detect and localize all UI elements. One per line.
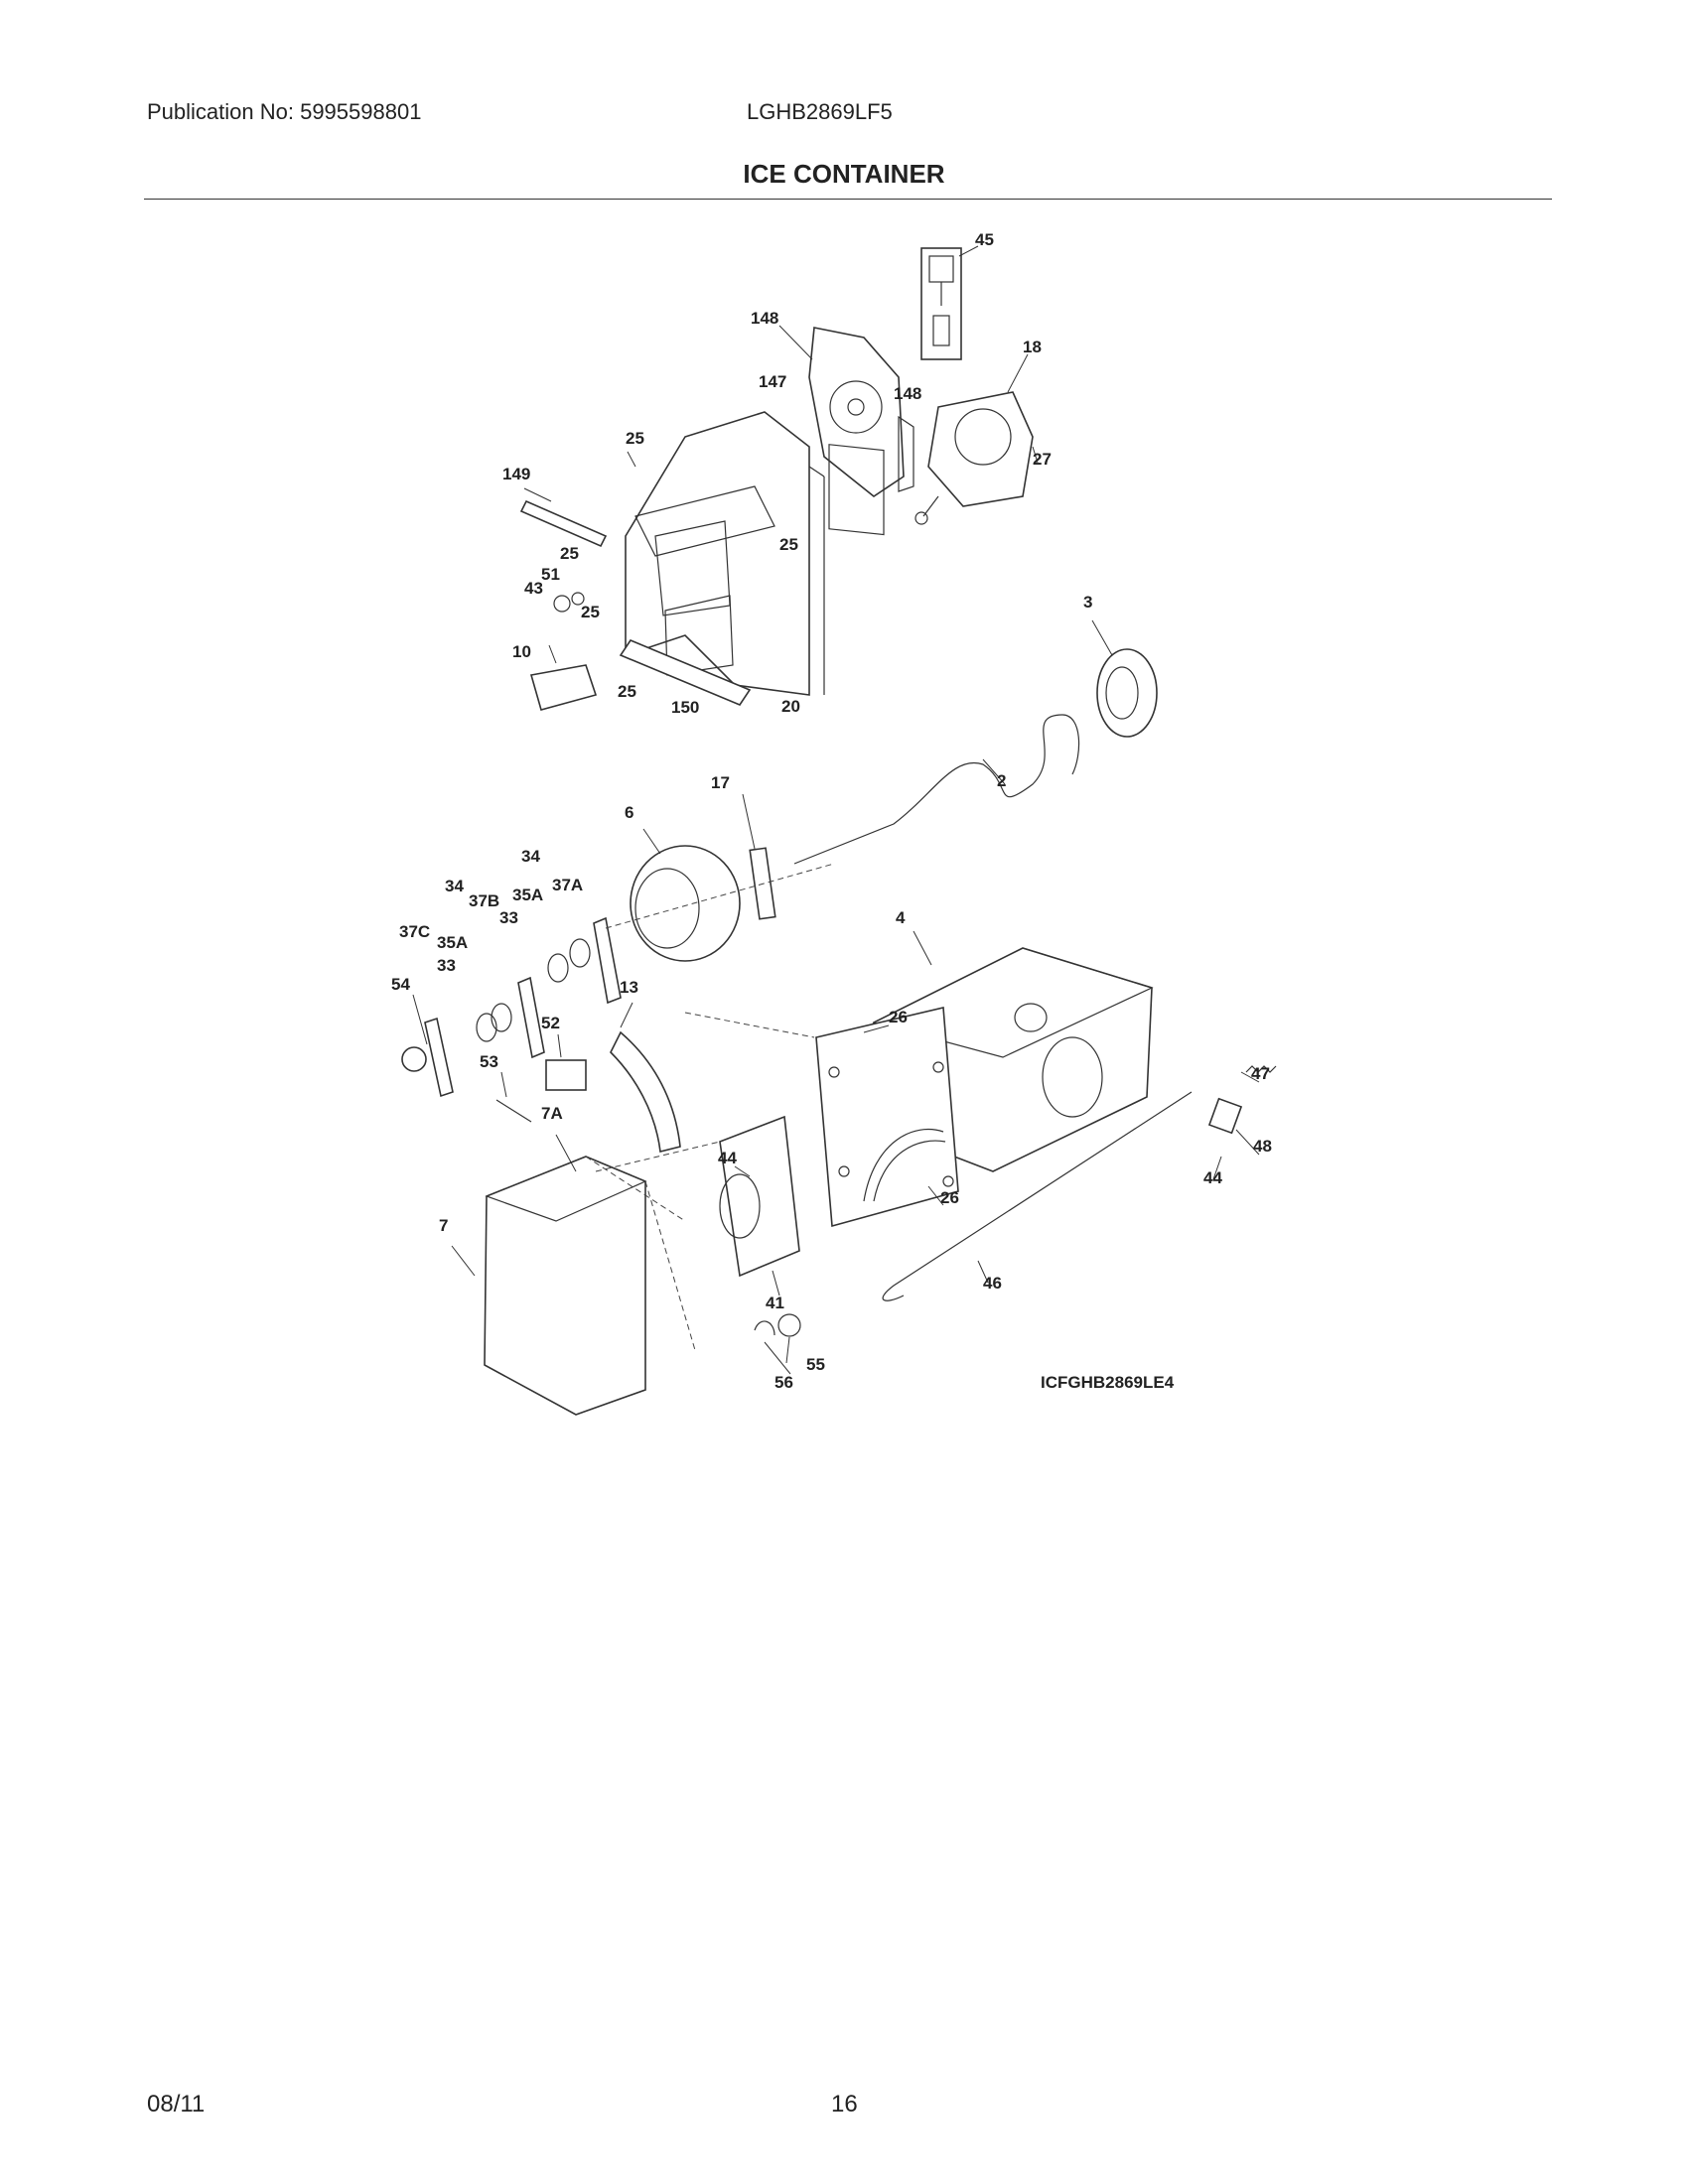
page-title: ICE CONTAINER: [743, 159, 945, 189]
callout-6: 6: [625, 803, 633, 822]
part-53-pin: [495, 1099, 532, 1123]
part-147-fan: [808, 327, 914, 536]
callout-25: 25: [626, 429, 644, 448]
callout-45: 45: [975, 230, 994, 249]
footer-date: 08/11: [147, 2091, 206, 2117]
publication-number: Publication No: 5995598801: [147, 99, 422, 124]
callout-25: 25: [779, 535, 798, 554]
part-2-auger: [793, 714, 1080, 865]
leader-lines: [412, 245, 1260, 1375]
part-3-bearing: [1096, 648, 1158, 738]
callout-20: 20: [781, 697, 800, 716]
callout-44: 44: [718, 1149, 737, 1167]
callout-149: 149: [502, 465, 530, 483]
part-blade-stack: [401, 916, 622, 1098]
part-18-motor: [914, 391, 1034, 525]
callout-55: 55: [806, 1355, 825, 1374]
part-6-drive: [630, 845, 741, 962]
callout-33: 33: [437, 956, 456, 975]
callout-35a: 35A: [437, 933, 468, 952]
part-7-cover: [484, 1156, 696, 1416]
callout-7a: 7A: [541, 1104, 563, 1123]
part-150-strip: [619, 639, 752, 706]
part-43-fitting: [553, 595, 571, 613]
callout-27: 27: [1033, 450, 1052, 469]
part-51-fitting: [571, 592, 585, 606]
model-number: LGHB2869LF5: [747, 99, 893, 124]
callout-44: 44: [1203, 1168, 1222, 1187]
callout-41: 41: [766, 1294, 784, 1312]
part-45-switch: [920, 247, 962, 360]
callout-37a: 37A: [552, 876, 583, 894]
callout-35a: 35A: [512, 886, 543, 904]
part-56-clip: [754, 1320, 775, 1336]
callout-13: 13: [620, 978, 638, 997]
part-13-shutter: [610, 1030, 681, 1153]
callout-25: 25: [560, 544, 579, 563]
callout-33: 33: [499, 908, 518, 927]
callout-52: 52: [541, 1014, 560, 1032]
alignment-line: [684, 1012, 815, 1038]
callout-34: 34: [445, 877, 464, 895]
callout-37c: 37C: [399, 922, 430, 941]
callout-148: 148: [894, 384, 921, 403]
callout-2: 2: [997, 771, 1006, 790]
part-41-housing: [719, 1115, 800, 1278]
title-rule: [144, 199, 1552, 200]
callout-54: 54: [391, 975, 410, 994]
callout-43: 43: [524, 579, 543, 598]
callout-53: 53: [480, 1052, 498, 1071]
part-48-bracket: [1207, 1097, 1243, 1135]
callout-4: 4: [896, 908, 906, 927]
part-55-ring: [777, 1313, 801, 1337]
callout-51: 51: [541, 565, 560, 584]
callout-147: 147: [759, 372, 786, 391]
diagram-code: ICFGHB2869LE4: [1041, 1373, 1175, 1392]
part-26-plate: [815, 1007, 959, 1228]
alignment-line: [595, 1141, 721, 1172]
callout-47: 47: [1251, 1064, 1270, 1083]
callout-56: 56: [774, 1373, 793, 1392]
callout-48: 48: [1253, 1137, 1272, 1156]
callout-7: 7: [439, 1216, 448, 1235]
part-47-spring: [1245, 1065, 1277, 1073]
callout-25: 25: [581, 603, 600, 621]
page-number: 16: [831, 2091, 858, 2117]
part-10-scoop: [529, 664, 598, 711]
callout-18: 18: [1023, 338, 1042, 356]
part-149-strip: [519, 499, 608, 548]
callout-26: 26: [940, 1188, 959, 1207]
callout-150: 150: [671, 698, 699, 717]
part-46-rod: [882, 1091, 1193, 1301]
callout-17: 17: [711, 773, 730, 792]
callout-46: 46: [983, 1274, 1002, 1293]
callout-26: 26: [889, 1008, 908, 1026]
callout-148: 148: [751, 309, 778, 328]
callout-25: 25: [618, 682, 636, 701]
part-52-block: [545, 1059, 587, 1091]
callout-10: 10: [512, 642, 531, 661]
callout-34: 34: [521, 847, 540, 866]
callout-3: 3: [1083, 593, 1092, 612]
callout-37b: 37B: [469, 891, 499, 910]
